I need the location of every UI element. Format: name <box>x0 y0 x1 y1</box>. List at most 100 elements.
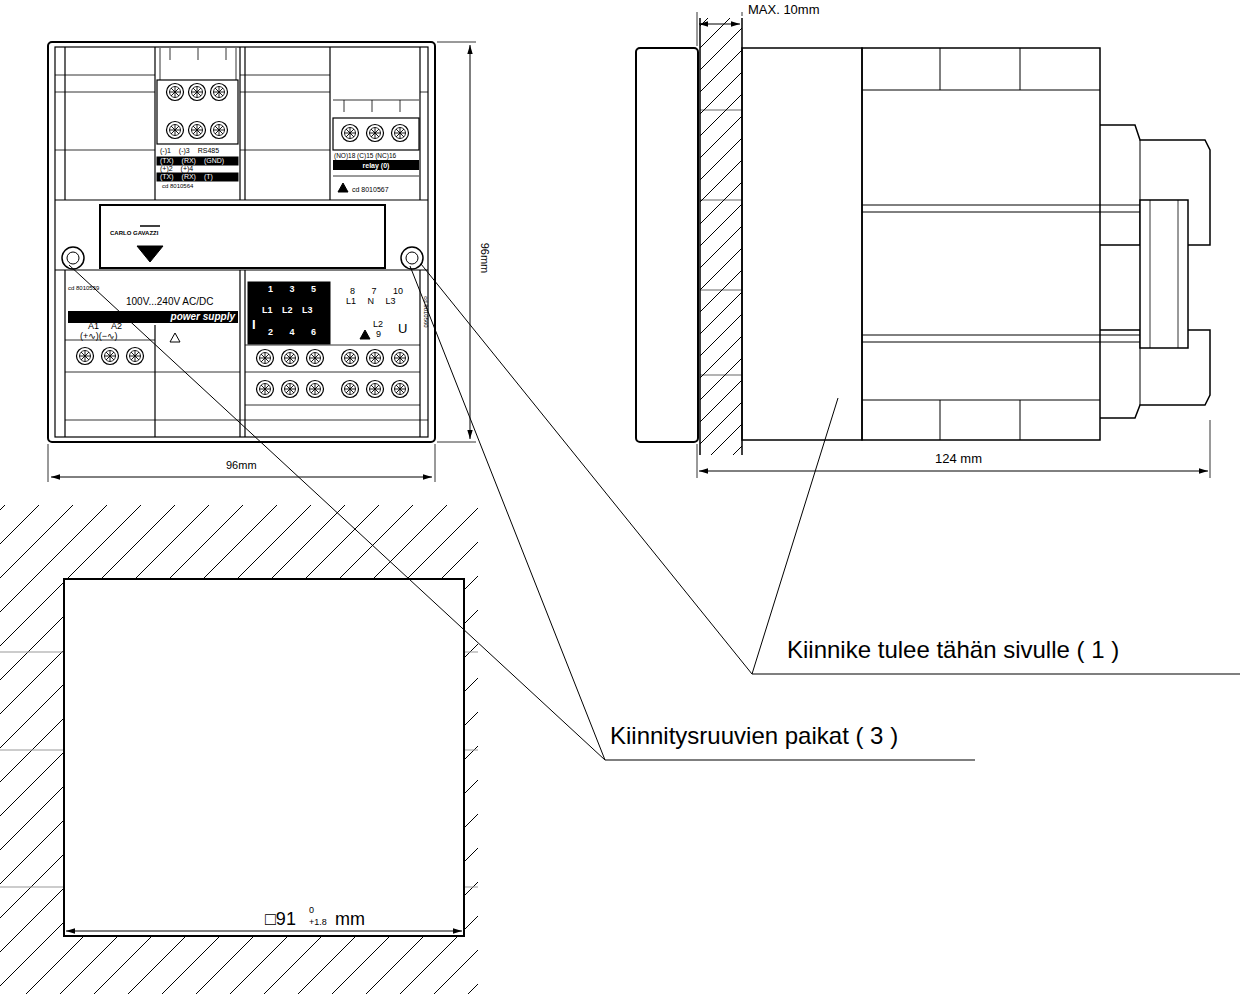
housing-outline <box>48 42 435 442</box>
warning-symbol <box>170 333 180 342</box>
terminal-screw <box>307 381 324 398</box>
mounting-hole <box>67 252 79 264</box>
rail-line <box>862 205 1145 342</box>
terminal-screw <box>342 350 359 367</box>
panel-cutout-outline: □910+1.8mm <box>63 578 465 937</box>
terminal-screw <box>367 350 384 367</box>
terminal-screw <box>367 125 384 142</box>
panel-hatch <box>0 505 478 994</box>
terminal-label: U <box>398 322 407 336</box>
leader-lines <box>69 264 838 760</box>
dimension-line <box>66 931 462 932</box>
terminal-label: cd 8010567 <box>352 186 389 194</box>
terminal-screw <box>367 381 384 398</box>
terminal-label: 100V...240V AC/DC <box>126 296 213 307</box>
terminal-label: (TX) (RX) (T) <box>160 173 213 181</box>
terminal-screw <box>282 350 299 367</box>
terminal-edge <box>160 48 236 80</box>
band-label: relay (0) <box>363 162 390 169</box>
band-label: power supply <box>171 312 235 322</box>
leader-line <box>421 264 752 674</box>
front-bezel <box>636 48 698 442</box>
terminal-label: CARLO GAVAZZI <box>110 230 158 237</box>
logo-mark <box>140 225 160 227</box>
terminal-screw <box>342 381 359 398</box>
dimension-line <box>470 45 471 439</box>
terminal-label: cd 8010559 <box>68 285 99 292</box>
label-band <box>157 157 238 165</box>
dimension-label: MAX. 10mm <box>748 3 820 17</box>
rear-connector <box>1150 200 1178 348</box>
terminal-label: L1 N L3 <box>346 297 396 307</box>
rear-connector <box>1140 200 1188 348</box>
panel-section <box>700 18 742 455</box>
housing-body <box>862 48 1100 440</box>
terminal-screw <box>167 122 184 139</box>
terminal-label: (NO)18 (C)15 (NC)16 <box>334 152 396 159</box>
extension-line <box>437 42 476 442</box>
terminal-screw <box>257 350 274 367</box>
terminal-label: A1 A2 <box>88 322 122 332</box>
terminal-label: 9 <box>376 330 381 340</box>
terminal-edge <box>333 100 419 112</box>
terminal-label: (-)1 (-)3 RS485 <box>160 147 219 155</box>
terminal-screw <box>392 381 409 398</box>
terminal-screw <box>189 84 206 101</box>
label-band: power supply <box>68 311 238 323</box>
compartment-line <box>55 75 428 150</box>
terminal-label: cd 8010564 <box>162 183 193 190</box>
terminal-block <box>333 118 419 150</box>
callout-underline <box>605 674 1240 760</box>
terminal-screw <box>189 122 206 139</box>
terminal-screw <box>211 84 228 101</box>
terminal-label: (TX) (RX) (GND) <box>160 157 224 165</box>
dimension-label: 124 mm <box>935 452 982 466</box>
terminal-screw <box>307 350 324 367</box>
terminal-label: 8 7 10 <box>350 287 403 297</box>
label-band: relay (0) <box>333 160 419 170</box>
terminal-screw <box>392 125 409 142</box>
terminal-label: 1 3 5 <box>268 285 316 295</box>
side-view <box>636 12 1210 478</box>
dimension-label: 96mm <box>479 243 491 274</box>
cutout-fill <box>63 578 465 937</box>
terminal-screw <box>282 381 299 398</box>
housing-rib <box>862 48 1100 440</box>
mounting-hole <box>406 252 418 264</box>
label-band <box>157 173 238 181</box>
panel-cutout <box>0 505 478 994</box>
terminal-screw <box>102 348 119 365</box>
warning-symbol <box>338 183 348 192</box>
terminal-screw <box>257 381 274 398</box>
compartment-wall <box>65 47 420 200</box>
panel-edge <box>700 18 742 455</box>
terminal-screw <box>211 122 228 139</box>
compartment-wall <box>65 270 420 437</box>
terminal-screw <box>167 84 184 101</box>
panel-line <box>700 110 742 375</box>
housing-inner <box>55 47 428 437</box>
leader-line <box>410 266 605 760</box>
terminal-block <box>157 80 238 144</box>
label-panel <box>248 282 330 344</box>
dimension-label: mm <box>335 910 365 930</box>
dimension-label: 0 <box>309 906 314 916</box>
terminal-screw <box>127 348 144 365</box>
dimension-line <box>699 24 740 25</box>
label-plate <box>100 205 385 268</box>
terminal-label: (+∿)(−∿) <box>80 332 118 342</box>
callout-text: Kiinnike tulee tähän sivulle ( 1 ) <box>787 637 1119 663</box>
mounting-hole <box>401 247 423 269</box>
dimension-label: 96mm <box>226 459 257 471</box>
warning-symbol <box>360 330 370 339</box>
terminal-label: I <box>252 318 256 332</box>
label-line <box>333 176 419 177</box>
mounting-hole <box>62 247 84 269</box>
leader-line <box>752 398 838 674</box>
logo-triangle <box>137 246 163 262</box>
rear-view <box>48 42 476 482</box>
extension-line <box>697 12 742 46</box>
terminal-label: cd 8010560 <box>423 296 430 327</box>
callout-text: Kiinnitysruuvien paikat ( 3 ) <box>610 723 898 749</box>
